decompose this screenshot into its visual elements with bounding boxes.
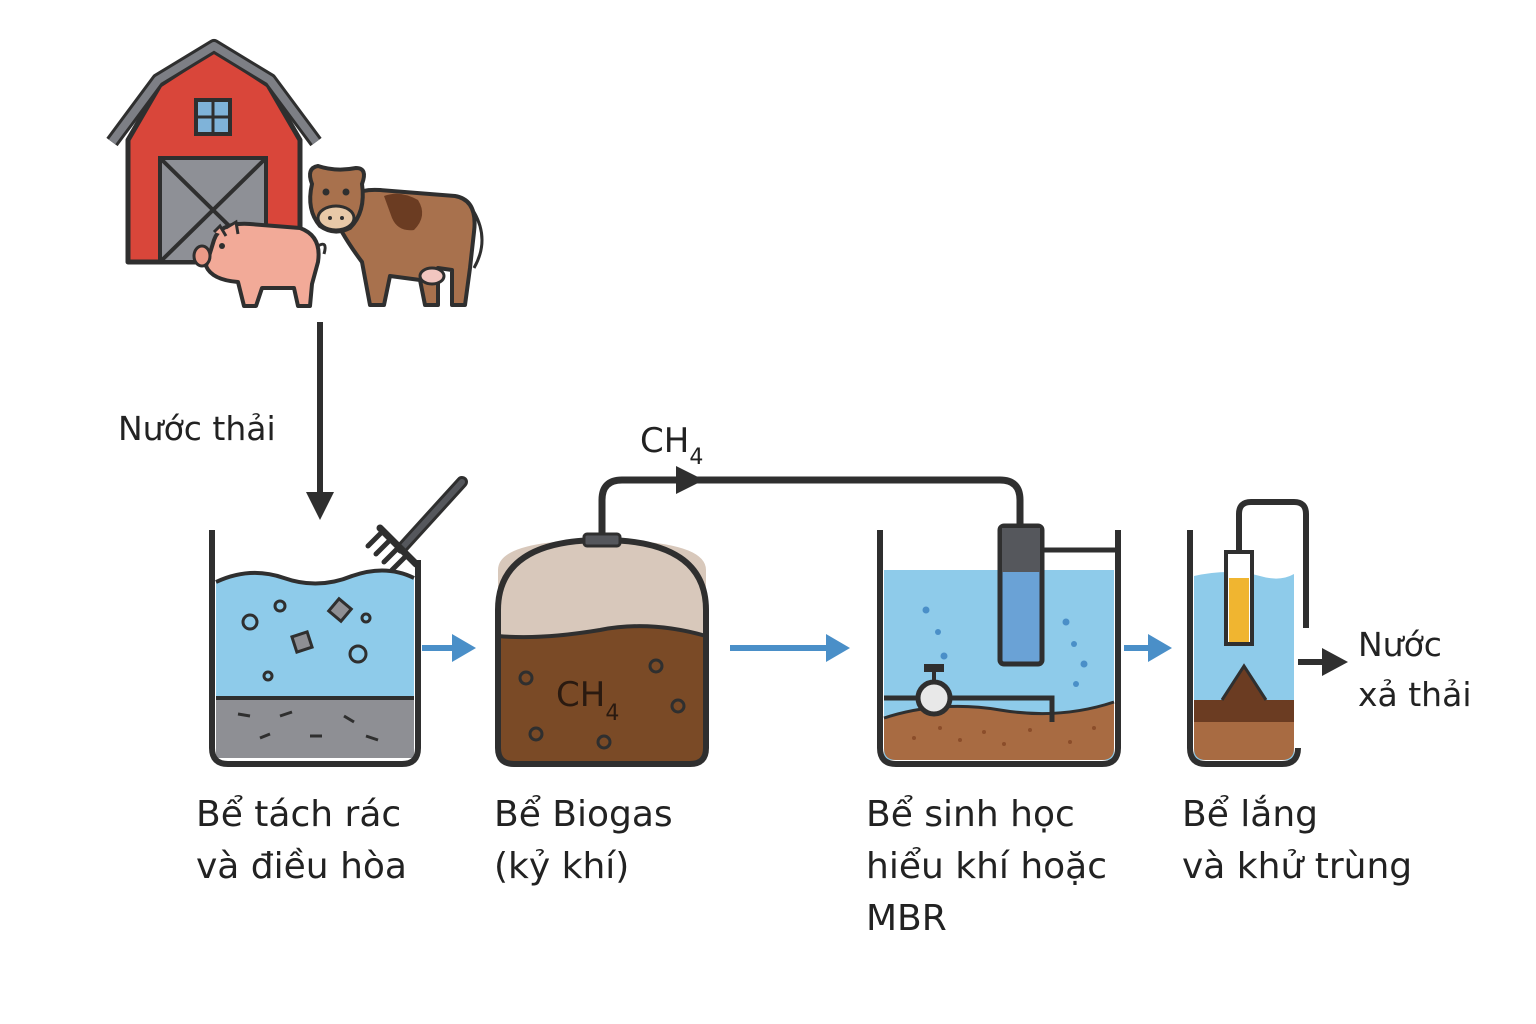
discharge-label-line2: xả thải bbox=[1358, 675, 1472, 714]
biogas-label-line2: (kỷ khí) bbox=[494, 846, 629, 887]
screening-tank-label-line2: và điều hòa bbox=[196, 846, 407, 887]
screening-tank bbox=[209, 530, 421, 767]
flow-arrow bbox=[1124, 634, 1172, 662]
cow-icon bbox=[308, 163, 484, 307]
screening-tank-label-line1: Bể tách rác bbox=[196, 794, 401, 835]
aerobic-tank bbox=[877, 530, 1121, 767]
methane-pipe-label: CH4 bbox=[640, 421, 703, 470]
settling-tank-label-line1: Bể lắng bbox=[1182, 794, 1318, 835]
discharge-arrow bbox=[1298, 648, 1348, 676]
wastewater-arrow bbox=[306, 322, 334, 520]
biogas-label-line1: Bể Biogas bbox=[494, 794, 673, 835]
flow-arrow bbox=[422, 634, 476, 662]
aerobic-tank-label-line2: hiểu khí hoặc bbox=[866, 846, 1107, 887]
aerobic-tank-label-line3: MBR bbox=[866, 898, 947, 939]
methane-pipe bbox=[598, 466, 1024, 534]
wastewater-label: Nước thải bbox=[118, 409, 276, 448]
flow-arrow bbox=[730, 634, 850, 662]
membrane-module bbox=[997, 523, 1118, 667]
rake-icon bbox=[365, 476, 468, 573]
discharge-label-line1: Nước bbox=[1358, 625, 1442, 664]
aerobic-tank-label-line1: Bể sinh học bbox=[866, 794, 1075, 835]
settling-tank bbox=[1187, 530, 1301, 767]
settling-tank-label-line2: và khử trùng bbox=[1182, 846, 1412, 887]
aerator-pump-icon bbox=[884, 664, 1055, 722]
pig-icon bbox=[192, 219, 327, 308]
biogas-inner-methane-label: CH4 bbox=[556, 675, 619, 726]
biogas-digester bbox=[495, 532, 709, 767]
chlorine-dosing-tube bbox=[1224, 499, 1309, 646]
